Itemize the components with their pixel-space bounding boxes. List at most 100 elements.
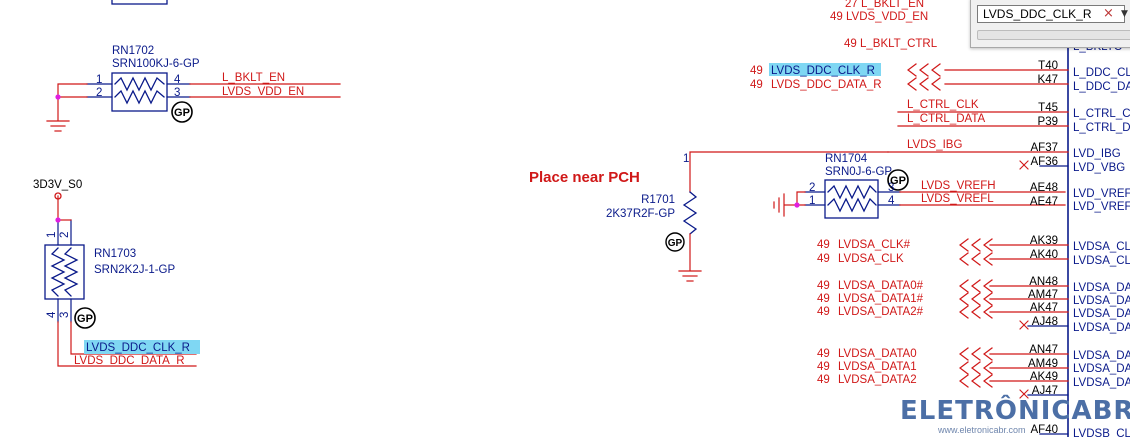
- placement-note: Place near PCH: [529, 169, 640, 186]
- offpage-net[interactable]: LVDSA_DATA2: [838, 374, 917, 386]
- rn1704-resistor-network[interactable]: [824, 179, 879, 219]
- net-label-lvds-vdd-en[interactable]: LVDS_VDD_EN: [222, 86, 304, 98]
- pch-signal: LVDSA_DA: [1073, 282, 1130, 294]
- pch-signal: LVDSB_CL: [1073, 428, 1130, 437]
- pin-number: AF36: [1031, 156, 1059, 168]
- r1701-resistor[interactable]: [682, 191, 698, 235]
- pin-label: 3: [888, 182, 894, 194]
- offpage-net[interactable]: LVDSA_DATA1: [838, 361, 917, 373]
- net-label-lvds-ddc-data-r[interactable]: LVDS_DDC_DATA_R: [74, 355, 185, 367]
- pin-number: AM49: [1028, 358, 1058, 370]
- net-label[interactable]: 27 L_BKLT_EN: [845, 0, 924, 10]
- rn1703-value: SRN2K2J-1-GP: [94, 264, 175, 276]
- pch-signal: LVDSA_DA: [1073, 295, 1130, 307]
- pch-signal-names: L_BKLTC L_DDC_CL L_DDC_DA L_CTRL_C L_CTR…: [1073, 41, 1130, 437]
- pch-signal: L_DDC_CL: [1073, 67, 1130, 79]
- pch-pin-numbers: T40 K47 T45 P39 AF37 AF36 AE48 AE47 AK39…: [1028, 60, 1058, 436]
- rn1702-value: SRN100KJ-6-GP: [112, 58, 200, 70]
- pch-signal: LVDSA_DA: [1073, 308, 1130, 320]
- pin-number: AF40: [1031, 424, 1059, 436]
- clear-icon[interactable]: ×: [1103, 6, 1114, 21]
- pin-number: AK49: [1030, 371, 1058, 383]
- pin-label: 2: [96, 87, 102, 99]
- offpage-net[interactable]: LVDS_DDC_DATA_R: [771, 79, 882, 91]
- rn1703-resistor-network[interactable]: [44, 244, 85, 300]
- net-label-lvds-vrefh[interactable]: LVDS_VREFH: [921, 180, 996, 192]
- highlight-box: [769, 63, 881, 76]
- rn1702-resistor-network[interactable]: [111, 72, 168, 112]
- junction-dot: [794, 202, 800, 208]
- net-label-lvds-vrefl[interactable]: LVDS_VREFL: [921, 193, 994, 205]
- pin-number: AK40: [1030, 249, 1058, 261]
- net-label-l-ctrl-data[interactable]: L_CTRL_DATA: [907, 113, 986, 125]
- gp-stamp-text: GP: [77, 313, 93, 325]
- pin-label: 3: [59, 312, 71, 318]
- net-label-l-bklt-en[interactable]: L_BKLT_EN: [222, 72, 285, 84]
- pin-label: 4: [174, 74, 181, 86]
- pch-signal: LVDSA_DA: [1073, 363, 1130, 375]
- offpage-net[interactable]: LVDSA_DATA1#: [838, 293, 924, 305]
- pin-number: T45: [1038, 102, 1058, 114]
- pch-signal: LVDSA_DA: [1073, 350, 1130, 362]
- pin-label: 1: [683, 153, 689, 165]
- highlight-box: [84, 340, 200, 354]
- pin-label: 4: [888, 195, 895, 207]
- offpage-net[interactable]: LVDSA_DATA0: [838, 348, 917, 360]
- offpage-chevrons: [907, 63, 993, 388]
- find-input[interactable]: [977, 5, 1125, 23]
- power-port-3v3: [54, 192, 62, 200]
- pin-label: 1: [46, 232, 58, 238]
- offpage-net[interactable]: LVDS_DDC_CLK_R: [771, 65, 875, 77]
- gp-stamp: [171, 101, 193, 123]
- net-label[interactable]: 49 LVDS_VDD_EN: [830, 11, 928, 23]
- offpage-page: 49: [817, 293, 830, 305]
- pch-signal: L_DDC_DA: [1073, 81, 1130, 93]
- rn1704-ref: RN1704: [825, 153, 868, 165]
- offpage-page: 49: [817, 361, 830, 373]
- offpage-net[interactable]: LVDSA_CLK: [838, 253, 904, 265]
- net-label-lvds-ddc-clk-r[interactable]: LVDS_DDC_CLK_R: [86, 342, 190, 354]
- pin-number: AJ47: [1032, 385, 1058, 397]
- watermark-logo: ELETRÔNICABR www.eletronicabr.com: [900, 396, 1130, 437]
- offpage-page: 49: [817, 348, 830, 360]
- pin-label: 2: [59, 232, 71, 238]
- offpage-net[interactable]: LVDSA_DATA0#: [838, 280, 924, 292]
- no-connect-marks: [1019, 160, 1029, 399]
- pch-signal: LVD_VBG: [1073, 162, 1125, 174]
- offpage-page: 49: [817, 306, 830, 318]
- ground-symbol-sideways: [773, 193, 785, 217]
- pch-signal: LVD_IBG: [1073, 148, 1121, 160]
- pch-signal: LVDSA_DA: [1073, 322, 1130, 334]
- pin-number: AK47: [1030, 302, 1058, 314]
- ground-symbol: [678, 270, 702, 282]
- pin-number: AE47: [1030, 196, 1058, 208]
- pin-number: AE48: [1030, 182, 1058, 194]
- offpage-reference-list: 49 LVDS_DDC_CLK_R 49 LVDS_DDC_DATA_R 49 …: [750, 65, 924, 386]
- gp-stamp-text: GP: [668, 238, 683, 249]
- net-label-l-ctrl-clk[interactable]: L_CTRL_CLK: [907, 99, 979, 111]
- offpage-page: 49: [817, 253, 830, 265]
- offpage-net[interactable]: LVDSA_CLK#: [838, 239, 911, 251]
- pin-number: K47: [1038, 74, 1058, 86]
- pin-label: 1: [809, 195, 815, 207]
- r1701-value: 2K37R2F-GP: [606, 208, 675, 220]
- pch-signal: LVD_VREF: [1073, 188, 1130, 200]
- pch-signal: L_CTRL_D: [1073, 122, 1130, 134]
- pin-number: AJ48: [1032, 316, 1058, 328]
- find-scrollbar[interactable]: [977, 30, 1130, 40]
- pin-number: AF37: [1031, 142, 1059, 154]
- offpage-page: 49: [817, 374, 830, 386]
- pin-number: T40: [1038, 60, 1058, 72]
- offpage-page: 49: [750, 65, 763, 77]
- net-label[interactable]: 49 L_BKLT_CTRL: [844, 38, 938, 50]
- pin-label: 4: [46, 311, 58, 318]
- r1701-ref: R1701: [641, 194, 675, 206]
- offpage-net[interactable]: LVDSA_DATA2#: [838, 306, 924, 318]
- chevron-down-icon[interactable]: ▼: [1121, 9, 1128, 19]
- gp-stamp: [665, 232, 685, 252]
- power-net-label: 3D3V_S0: [33, 179, 82, 191]
- junction-dot: [55, 217, 61, 223]
- net-label-lvds-ibg[interactable]: LVDS_IBG: [907, 139, 962, 151]
- find-panel: × ▼: [970, 0, 1130, 48]
